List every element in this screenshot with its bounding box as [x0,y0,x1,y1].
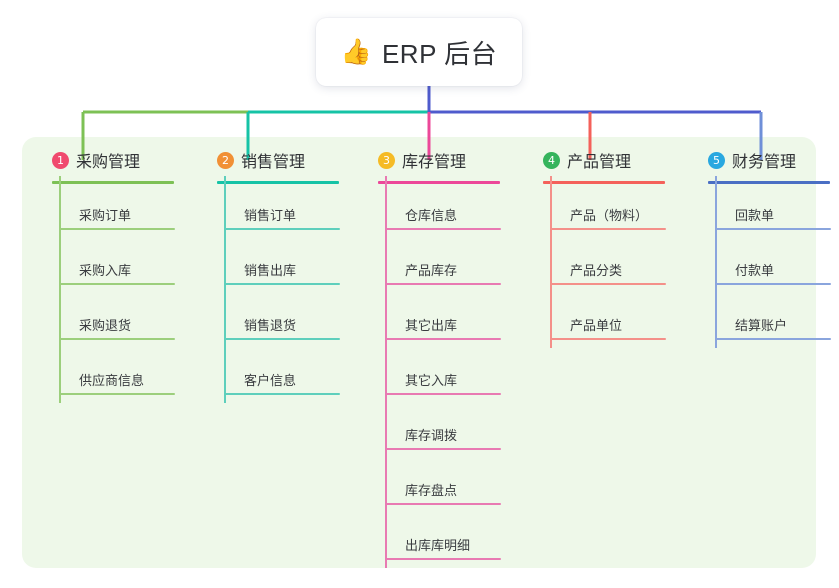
leaf-label: 供应商信息 [79,373,145,388]
leaf-underline [550,283,666,285]
branch-badge-sales: 2 [217,151,234,169]
leaf-node[interactable]: 销售订单 [224,192,340,230]
leaf-label: 产品单位 [570,318,623,333]
branch-spine-finance [715,176,717,348]
leaf-label: 产品（物料） [570,208,649,223]
leaf-underline [385,228,501,230]
diagram-panel [22,137,816,568]
branch-header-row: 1 采购管理 [30,145,190,175]
leaf-node[interactable]: 库存调拨 [385,412,501,450]
branch-underline-inventory [378,181,500,184]
branch-title-purchase: 采购管理 [76,154,141,171]
leaf-node[interactable]: 采购入库 [59,247,175,285]
leaf-node[interactable]: 其它出库 [385,302,501,340]
leaf-node[interactable]: 付款单 [715,247,831,285]
leaf-label: 采购退货 [79,318,132,333]
branch-title-product: 产品管理 [567,154,632,171]
leaf-underline [550,228,666,230]
leaf-underline [224,228,340,230]
branch-header-sales[interactable]: 2 销售管理 [195,145,355,187]
leaf-label: 其它入库 [405,373,458,388]
leaf-label: 出库库明细 [405,538,471,553]
leaf-node[interactable]: 产品单位 [550,302,666,340]
leaf-label: 销售出库 [244,263,297,278]
leaf-underline [385,558,501,560]
leaf-label: 结算账户 [735,318,788,333]
branch-badge-inventory: 3 [378,151,395,169]
leaf-label: 产品分类 [570,263,623,278]
leaf-node[interactable]: 采购订单 [59,192,175,230]
leaf-label: 客户信息 [244,373,297,388]
leaf-underline [59,393,175,395]
leaf-label: 回款单 [735,208,775,223]
leaf-underline [715,228,831,230]
branch-underline-purchase [52,181,174,184]
branch-badge-purchase: 1 [52,151,69,169]
branch-header-inventory[interactable]: 3 库存管理 [356,145,516,187]
leaf-node[interactable]: 产品（物料） [550,192,666,230]
leaf-underline [550,338,666,340]
leaf-underline [59,228,175,230]
leaf-node[interactable]: 销售出库 [224,247,340,285]
leaf-underline [385,448,501,450]
branch-header-purchase[interactable]: 1 采购管理 [30,145,190,187]
leaf-label: 其它出库 [405,318,458,333]
leaf-node[interactable]: 库存盘点 [385,467,501,505]
leaf-node[interactable]: 产品分类 [550,247,666,285]
leaf-underline [715,283,831,285]
leaf-label: 采购入库 [79,263,132,278]
branch-underline-sales [217,181,339,184]
leaf-node[interactable]: 仓库信息 [385,192,501,230]
root-node-content: 👍 ERP 后台 [341,34,497,71]
leaf-underline [59,338,175,340]
branch-title-finance: 财务管理 [732,154,797,171]
leaf-label: 产品库存 [405,263,458,278]
leaf-node[interactable]: 产品库存 [385,247,501,285]
leaf-underline [385,393,501,395]
leaf-label: 销售退货 [244,318,297,333]
leaf-label: 仓库信息 [405,208,458,223]
leaf-underline [224,283,340,285]
leaf-node[interactable]: 结算账户 [715,302,831,340]
leaf-underline [385,503,501,505]
branch-header-row: 3 库存管理 [356,145,516,175]
branch-header-row: 4 产品管理 [521,145,681,175]
branch-title-inventory: 库存管理 [402,154,467,171]
leaf-label: 库存盘点 [405,483,458,498]
leaf-node[interactable]: 客户信息 [224,357,340,395]
branch-columns: 1 采购管理采购订单采购入库采购退货供应商信息 2 销售管理销售订单销售出库销售退货客… [0,137,839,568]
branch-spine-inventory [385,176,387,568]
leaf-underline [224,338,340,340]
branch-header-finance[interactable]: 5 财务管理 [686,145,839,187]
branch-underline-product [543,181,665,184]
leaf-label: 库存调拨 [405,428,458,443]
branch-header-product[interactable]: 4 产品管理 [521,145,681,187]
branch-badge-product: 4 [543,151,560,169]
leaf-node[interactable]: 出库库明细 [385,522,501,560]
leaf-node[interactable]: 销售退货 [224,302,340,340]
branch-underline-finance [708,181,830,184]
branch-spine-purchase [59,176,61,403]
leaf-node[interactable]: 供应商信息 [59,357,175,395]
leaf-node[interactable]: 其它入库 [385,357,501,395]
root-title: ERP 后台 [381,38,498,69]
root-node[interactable]: 👍 ERP 后台 [316,18,522,86]
branch-spine-sales [224,176,226,403]
leaf-label: 付款单 [735,263,775,278]
branch-title-sales: 销售管理 [241,154,306,171]
leaf-underline [224,393,340,395]
leaf-underline [385,338,501,340]
leaf-node[interactable]: 采购退货 [59,302,175,340]
leaf-node[interactable]: 回款单 [715,192,831,230]
leaf-underline [715,338,831,340]
leaf-underline [385,283,501,285]
leaf-underline [59,283,175,285]
branch-badge-finance: 5 [708,151,725,169]
branch-spine-product [550,176,552,348]
leaf-label: 采购订单 [79,208,132,223]
branch-header-row: 2 销售管理 [195,145,355,175]
thumbs-up-icon: 👍 [340,37,372,66]
branch-header-row: 5 财务管理 [686,145,839,175]
leaf-label: 销售订单 [244,208,297,223]
